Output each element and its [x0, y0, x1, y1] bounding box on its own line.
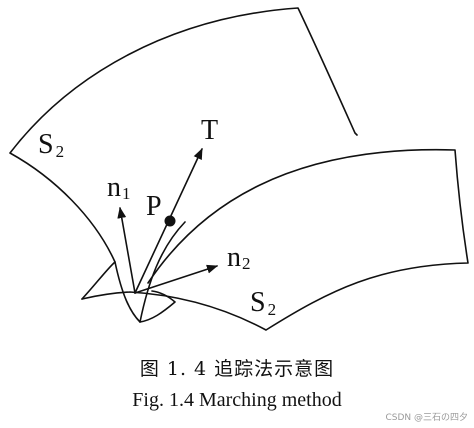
- intersection-fold: [81, 261, 176, 323]
- normal-vector-n2: [134, 264, 219, 294]
- source-watermark: CSDN @三石の四夕: [385, 413, 468, 423]
- upper-surface-outline: [9, 7, 358, 323]
- normal-label-n2: n2: [227, 242, 251, 273]
- figure-caption-english: Fig. 1.4 Marching method: [132, 389, 342, 411]
- normal-vector-n1: [117, 206, 136, 294]
- figure-caption-chinese: 图 1. 4 追踪法示意图: [139, 358, 335, 380]
- normal-label-n1: n1: [107, 172, 131, 203]
- lower-surface-outline: [81, 148, 469, 331]
- point-p-marker: [164, 215, 176, 227]
- point-label-p: P: [146, 191, 162, 222]
- tangent-label-t: T: [201, 115, 218, 146]
